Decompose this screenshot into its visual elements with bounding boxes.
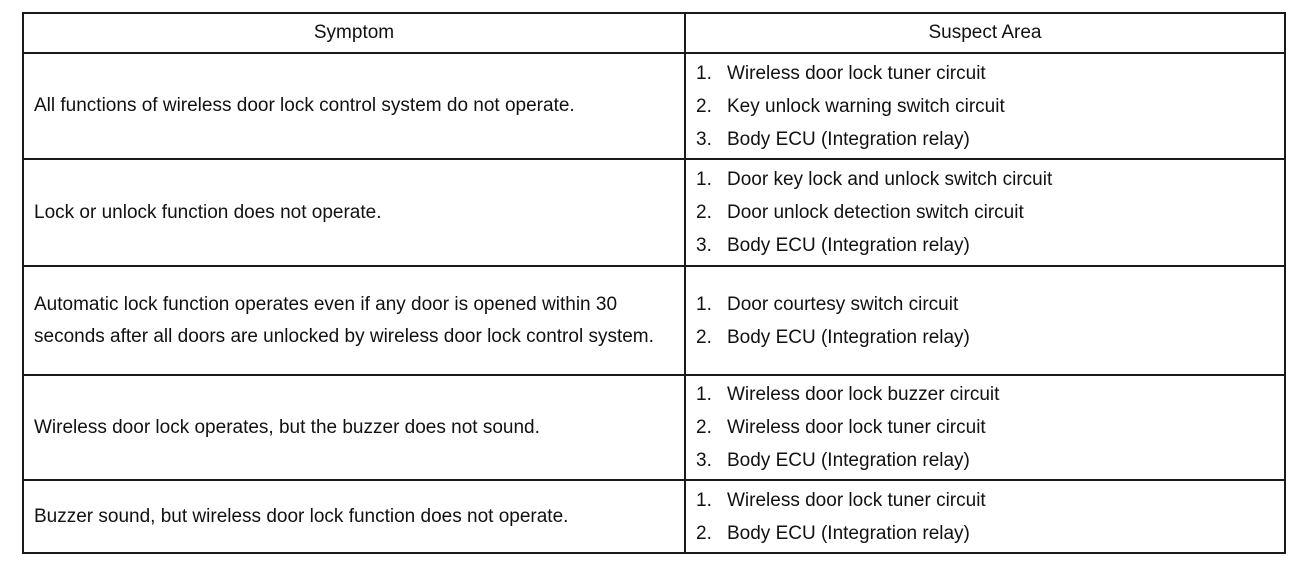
- suspect-area-cell: 1. Wireless door lock buzzer circuit 2. Wi…: [684, 374, 1286, 481]
- suspect-area-cell: 1. Door courtesy switch circuit 2. Body EC…: [684, 265, 1286, 376]
- list-item: 2. Body ECU (Integration relay): [696, 517, 1274, 550]
- item-number: 1.: [696, 384, 712, 405]
- list-item: 2. Wireless door lock tuner circuit: [696, 411, 1274, 444]
- item-text: Wireless door lock tuner circuit: [727, 489, 986, 511]
- troubleshooting-table: Symptom Suspect Area All functions of wi…: [22, 12, 1286, 554]
- item-text: Key unlock warning switch circuit: [727, 95, 1005, 117]
- item-text: Door unlock detection switch circuit: [727, 202, 1024, 223]
- list-item: 2. Body ECU (Integration relay): [696, 321, 1274, 354]
- list-item: 2. Door unlock detection switch circuit: [696, 196, 1274, 229]
- table-row: Lock or unlock function does not operate…: [22, 158, 1286, 267]
- table-row: All functions of wireless door lock cont…: [22, 52, 1286, 160]
- symptom-cell: Lock or unlock function does not operate…: [22, 158, 686, 267]
- symptom-cell: Buzzer sound, but wireless door lock fun…: [22, 479, 686, 554]
- suspect-area-list: 1. Wireless door lock tuner circuit 2. Bod…: [696, 484, 1274, 550]
- item-number: 2.: [696, 95, 712, 117]
- item-number: 1.: [696, 62, 712, 84]
- list-item: 1. Wireless door lock buzzer circuit: [696, 378, 1274, 411]
- symptom-cell: Wireless door lock operates, but the buz…: [22, 374, 686, 481]
- suspect-area-cell: 1. Wireless door lock tuner circuit 2. Key…: [684, 52, 1286, 160]
- item-number: 1.: [696, 293, 712, 315]
- item-text: Body ECU (Integration relay): [727, 326, 970, 348]
- suspect-area-list: 1. Wireless door lock buzzer circuit 2. Wi…: [696, 378, 1274, 477]
- item-number: 1.: [696, 169, 712, 190]
- list-item: 2. Key unlock warning switch circuit: [696, 90, 1274, 123]
- item-text: Body ECU (Integration relay): [727, 128, 970, 150]
- list-item: 3. Body ECU (Integration relay): [696, 229, 1274, 262]
- list-item: 3. Body ECU (Integration relay): [696, 123, 1274, 156]
- item-text: Body ECU (Integration relay): [727, 235, 970, 256]
- item-text: Wireless door lock buzzer circuit: [727, 384, 1000, 405]
- list-item: 1. Door courtesy switch circuit: [696, 288, 1274, 321]
- suspect-area-cell: 1. Wireless door lock tuner circuit 2. Bod…: [684, 479, 1286, 554]
- item-number: 2.: [696, 522, 712, 544]
- suspect-area-list: 1. Wireless door lock tuner circuit 2. Key…: [696, 57, 1274, 156]
- item-text: Body ECU (Integration relay): [727, 450, 970, 471]
- header-row: Symptom Suspect Area: [22, 12, 1286, 54]
- symptom-cell: All functions of wireless door lock cont…: [22, 52, 686, 160]
- suspect-area-column-header: Suspect Area: [684, 12, 1286, 54]
- symptom-cell: Automatic lock function operates even if…: [22, 265, 686, 376]
- suspect-area-list: 1. Door key lock and unlock switch circui…: [696, 163, 1274, 262]
- item-text: Door key lock and unlock switch circuit: [727, 169, 1053, 190]
- list-item: 3. Body ECU (Integration relay): [696, 444, 1274, 477]
- list-item: 1. Door key lock and unlock switch circui…: [696, 163, 1274, 196]
- item-number: 2.: [696, 417, 712, 438]
- table-row: Automatic lock function operates even if…: [22, 265, 1286, 376]
- table-row: Buzzer sound, but wireless door lock fun…: [22, 479, 1286, 554]
- item-number: 3.: [696, 128, 712, 150]
- item-number: 2.: [696, 202, 712, 223]
- table-row: Wireless door lock operates, but the buz…: [22, 374, 1286, 481]
- item-text: Body ECU (Integration relay): [727, 522, 970, 544]
- item-text: Wireless door lock tuner circuit: [727, 62, 986, 84]
- symptom-column-header: Symptom: [22, 12, 686, 54]
- list-item: 1. Wireless door lock tuner circuit: [696, 484, 1274, 517]
- item-number: 3.: [696, 235, 712, 256]
- item-number: 2.: [696, 326, 712, 348]
- item-text: Wireless door lock tuner circuit: [727, 417, 986, 438]
- suspect-area-cell: 1. Door key lock and unlock switch circui…: [684, 158, 1286, 267]
- item-text: Door courtesy switch circuit: [727, 293, 959, 315]
- item-number: 1.: [696, 489, 712, 511]
- suspect-area-list: 1. Door courtesy switch circuit 2. Body EC…: [696, 288, 1274, 354]
- item-number: 3.: [696, 450, 712, 471]
- list-item: 1. Wireless door lock tuner circuit: [696, 57, 1274, 90]
